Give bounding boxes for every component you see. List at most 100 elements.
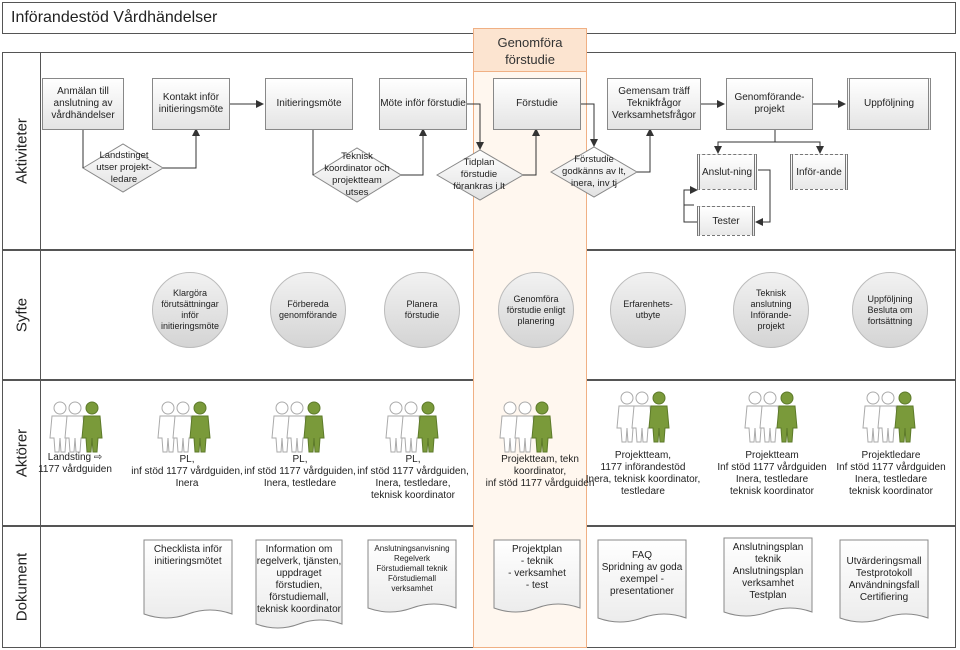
document-line: förstudien,	[275, 580, 323, 591]
activity-inforande-label: Inför-ande	[796, 166, 842, 178]
page-title: Införandestöd Vårdhändelser	[11, 9, 218, 26]
purpose-label: Teknisk anslutning Införande-projekt	[750, 288, 792, 331]
purpose-circle: Teknisk anslutning Införande-projekt	[733, 272, 809, 348]
document-line: Spridning av goda	[601, 562, 683, 573]
document-line: Regelverk	[393, 554, 430, 563]
diamond-tidplan-label: Tidplan förstudie förankras i lt	[453, 157, 505, 192]
document-label: Checklista inför initieringsmötet	[144, 544, 232, 568]
document-line: verksamhet	[742, 578, 794, 589]
document-line: förstudiemall,	[269, 592, 329, 603]
actor-line: 1177 vårdguiden	[38, 464, 112, 475]
actor-line: Inera, testledare,	[375, 478, 451, 489]
activity-uppfoljning-label: Uppföljning	[863, 98, 915, 109]
document-label: Projektplan - teknik - verksamhet - test	[494, 544, 580, 592]
document-label: FAQ Spridning av goda exempel - presenta…	[596, 550, 688, 598]
document-line: Testplan	[749, 590, 787, 601]
actor-line: Landsting ⇨	[47, 452, 103, 463]
purpose-circle: Förbereda genomförande	[270, 272, 346, 348]
document-line: Användningsfall	[848, 580, 920, 591]
connectors	[82, 100, 846, 226]
document-shapes	[143, 537, 929, 629]
actor-label: Landsting ⇨ 1177 vårdguiden	[10, 452, 140, 476]
activity-mote-forstudie: Möte inför förstudie	[379, 78, 467, 130]
purpose-label: Uppföljning Besluta om fortsättning	[867, 293, 913, 326]
document-line: Förstudiemall teknik	[376, 564, 448, 573]
activity-kontakt-label: Kontakt inför initieringsmöte	[158, 92, 224, 115]
actor-line: PL,	[405, 454, 421, 465]
document-line: Checklista inför	[153, 544, 223, 555]
purpose-circle: Genomföra förstudie enligt planering	[498, 272, 574, 348]
actor-line: teknisk koordinator	[371, 490, 455, 501]
lane-label-purpose: Syfte	[3, 251, 41, 379]
document-line: uppdraget	[276, 568, 322, 579]
actor-line: Projektledare	[861, 450, 921, 461]
document-label: Information om regelverk, tjänsten, uppd…	[252, 544, 346, 616]
actor-label: PL, inf stöd 1177 vårdguiden, Inera, tes…	[348, 454, 478, 502]
purpose-circle: Klargöra förutsättningar inför initierin…	[152, 272, 228, 348]
actor-label: Projektteam, 1177 införandestöd Inera, t…	[578, 450, 708, 498]
diamond-landstinget-label: Landstinget utser projekt-ledare	[96, 150, 152, 185]
actor-line: inf stöd 1177 vårdguiden,	[131, 466, 243, 477]
activity-genomforande: Genomförande-projekt	[726, 78, 813, 130]
actor-line: Inera, testledare	[735, 474, 809, 485]
document-line: - teknik	[520, 556, 554, 567]
activity-initieringsmote-label: Initieringsmöte	[276, 98, 342, 109]
activity-forstudie: Förstudie	[493, 78, 581, 130]
activity-anmalan-label: Anmälan till anslutning av vårdhändelser	[51, 86, 115, 121]
activity-anslutning: Anslut-ning	[697, 154, 757, 190]
actor-label: PL, inf stöd 1177 vårdguiden, Inera	[122, 454, 252, 490]
document-label: Anslutningsplan teknik Anslutningsplan v…	[724, 542, 812, 602]
actor-line: koordinator,	[513, 466, 567, 477]
activity-genomforande-label: Genomförande-projekt	[734, 92, 805, 115]
activity-gemensam-label: Gemensam träff Teknikfrågor Verksamhetsf…	[612, 86, 696, 121]
diamond-forstudie-godk-label: Förstudie godkänns av lt, inera, inv tj	[562, 154, 626, 189]
document-line: Information om	[265, 544, 333, 555]
activity-anslutning-label: Anslut-ning	[701, 166, 753, 178]
actor-line: Inera, testledare	[854, 474, 928, 485]
document-line: Projektplan	[511, 544, 563, 555]
purpose-label: Genomföra förstudie enligt planering	[506, 293, 566, 326]
activity-tester: Tester	[697, 206, 755, 236]
actor-line: inf stöd 1177 vårdguiden,	[244, 466, 356, 477]
purpose-circle: Planera förstudie	[384, 272, 460, 348]
actor-line: inf stöd 1177 vårdguiden	[485, 478, 595, 489]
document-line: initieringsmötet	[154, 556, 222, 567]
actor-line: teknisk koordinator	[730, 486, 814, 497]
actor-label: PL, inf stöd 1177 vårdguiden, Inera, tes…	[235, 454, 365, 490]
document-line: - verksamhet	[508, 568, 566, 579]
actor-line: teknisk koordinator	[849, 486, 933, 497]
actor-label: Projektledare Inf stöd 1177 vårdguiden I…	[826, 450, 956, 498]
actor-line: Inf stöd 1177 vårdguiden	[836, 462, 946, 473]
actor-line: inf stöd 1177 vårdguiden,	[357, 466, 469, 477]
actor-line: testledare	[621, 486, 665, 497]
document-line: Testprotokoll	[855, 568, 913, 579]
purpose-label: Erfarenhets-utbyte	[623, 299, 673, 320]
actor-label: Projektteam, tekn koordinator, inf stöd …	[475, 454, 605, 490]
activity-uppfoljning: Uppföljning	[847, 78, 931, 130]
actor-line: Projektteam,	[614, 450, 672, 461]
activity-gemensam: Gemensam träff Teknikfrågor Verksamhetsf…	[607, 78, 701, 130]
actor-line: 1177 införandestöd	[600, 462, 686, 473]
actor-line: Inera	[175, 478, 199, 489]
document-line: Förstudiemall	[387, 574, 436, 583]
activity-initieringsmote: Initieringsmöte	[265, 78, 353, 130]
actor-line: PL,	[292, 454, 308, 465]
actor-line: Projektteam, tekn	[501, 454, 579, 465]
document-line: presentationer	[610, 586, 674, 597]
purpose-circle: Erfarenhets-utbyte	[610, 272, 686, 348]
document-label: Anslutningsanvisning Regelverk Förstudie…	[364, 544, 460, 594]
actor-line: PL,	[179, 454, 195, 465]
purpose-label: Förbereda genomförande	[278, 299, 338, 320]
activity-forstudie-label: Förstudie	[516, 98, 558, 109]
actor-label: Projektteam Inf stöd 1177 vårdguiden Ine…	[707, 450, 837, 498]
document-line: Anslutningsplan	[732, 542, 804, 553]
document-line: exempel -	[620, 574, 664, 585]
activity-mote-forstudie-label: Möte inför förstudie	[380, 98, 466, 109]
actor-line: Projektteam	[745, 450, 799, 461]
document-line: Anslutningsanvisning	[374, 544, 450, 553]
document-line: regelverk, tjänsten,	[256, 556, 342, 567]
document-line: teknik	[754, 554, 782, 565]
document-line: Utvärderingsmall	[846, 556, 922, 567]
lane-label-documents: Dokument	[3, 527, 41, 647]
